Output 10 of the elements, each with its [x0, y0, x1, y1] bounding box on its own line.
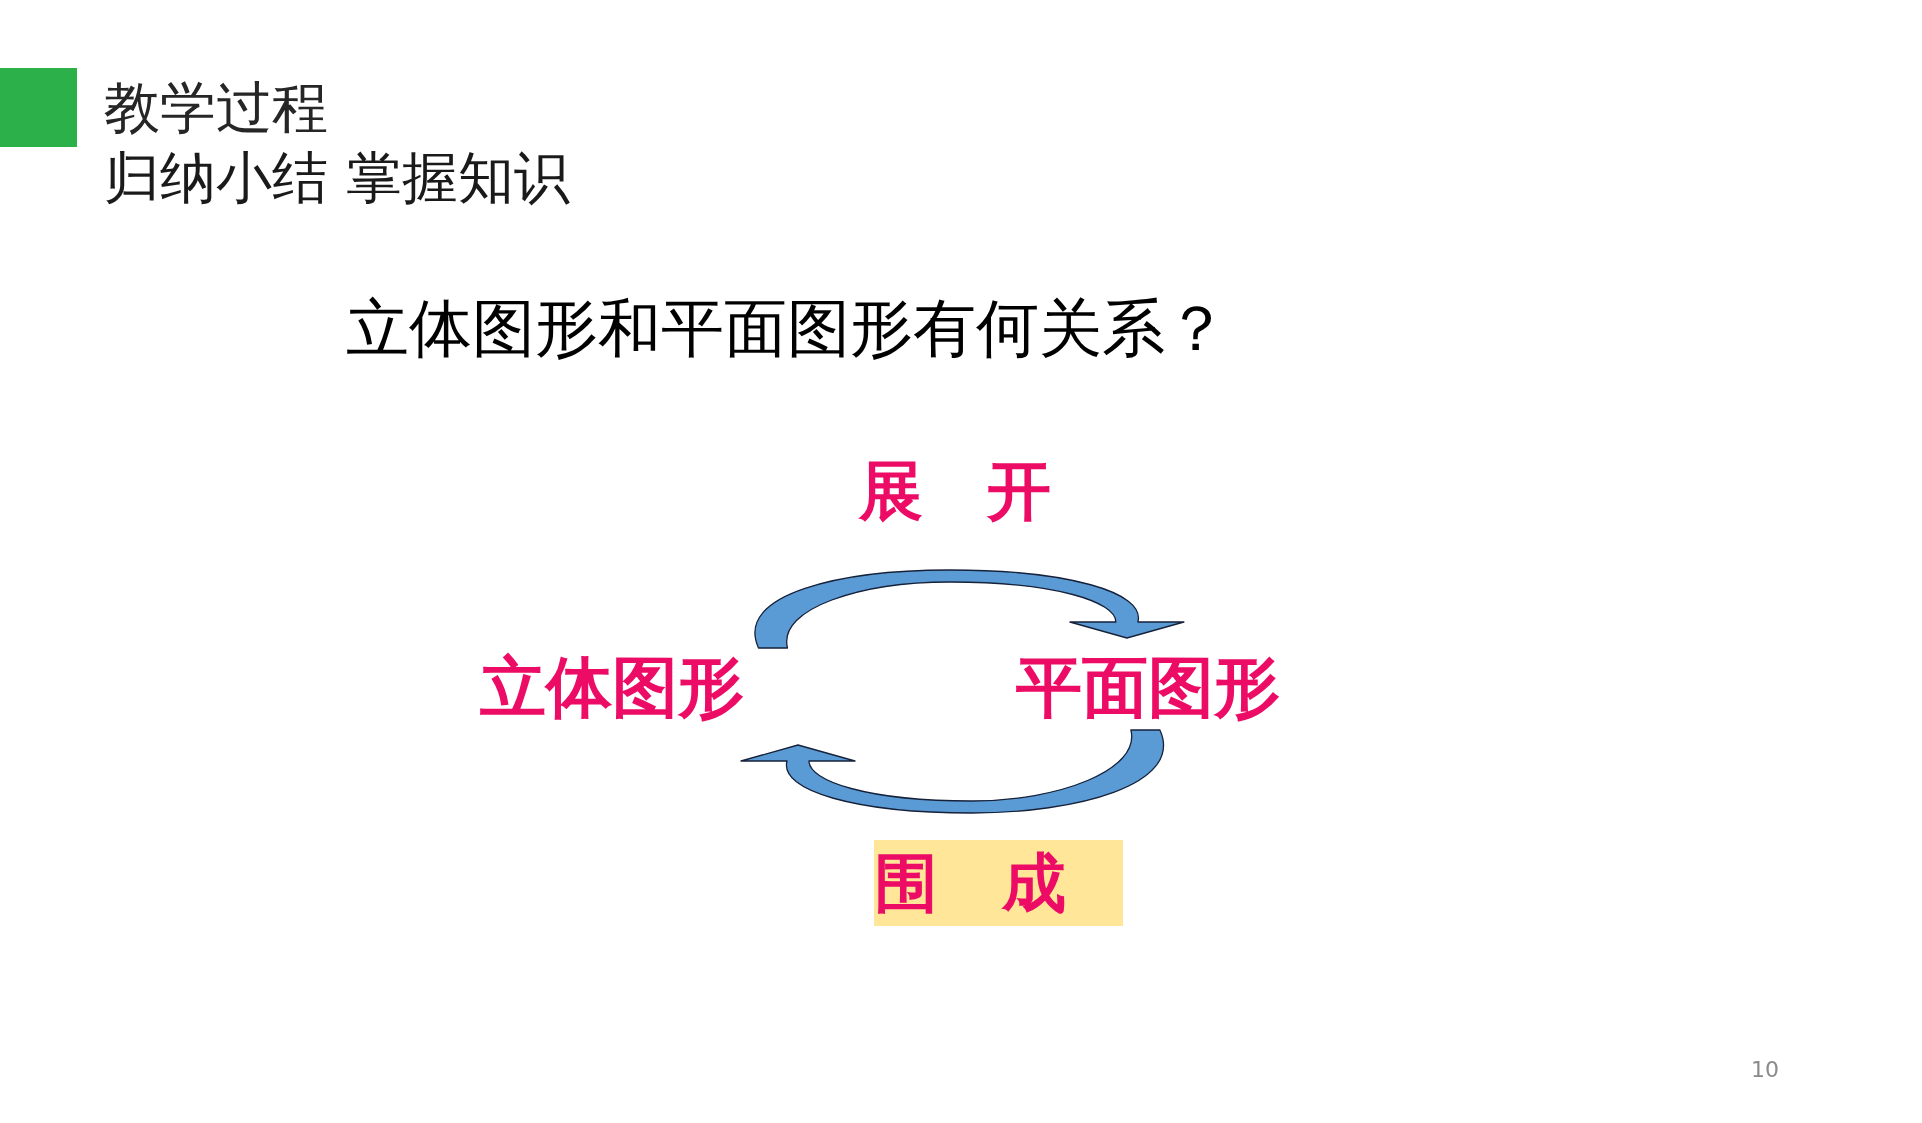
- curved-arrow: [740, 729, 1165, 814]
- slide-subtitle: 归纳小结 掌握知识: [104, 150, 570, 206]
- concept-label: 立体图形: [480, 655, 744, 721]
- page-number: 10: [1751, 1059, 1779, 1081]
- edge-label: 围 成: [874, 840, 1123, 926]
- curved-arrow: [754, 569, 1185, 649]
- question-text: 立体图形和平面图形有何关系？: [346, 298, 1228, 361]
- concept-label: 平面图形: [1016, 655, 1280, 721]
- edge-label: 展 开: [859, 459, 1051, 523]
- slide-title: 教学过程: [104, 80, 328, 136]
